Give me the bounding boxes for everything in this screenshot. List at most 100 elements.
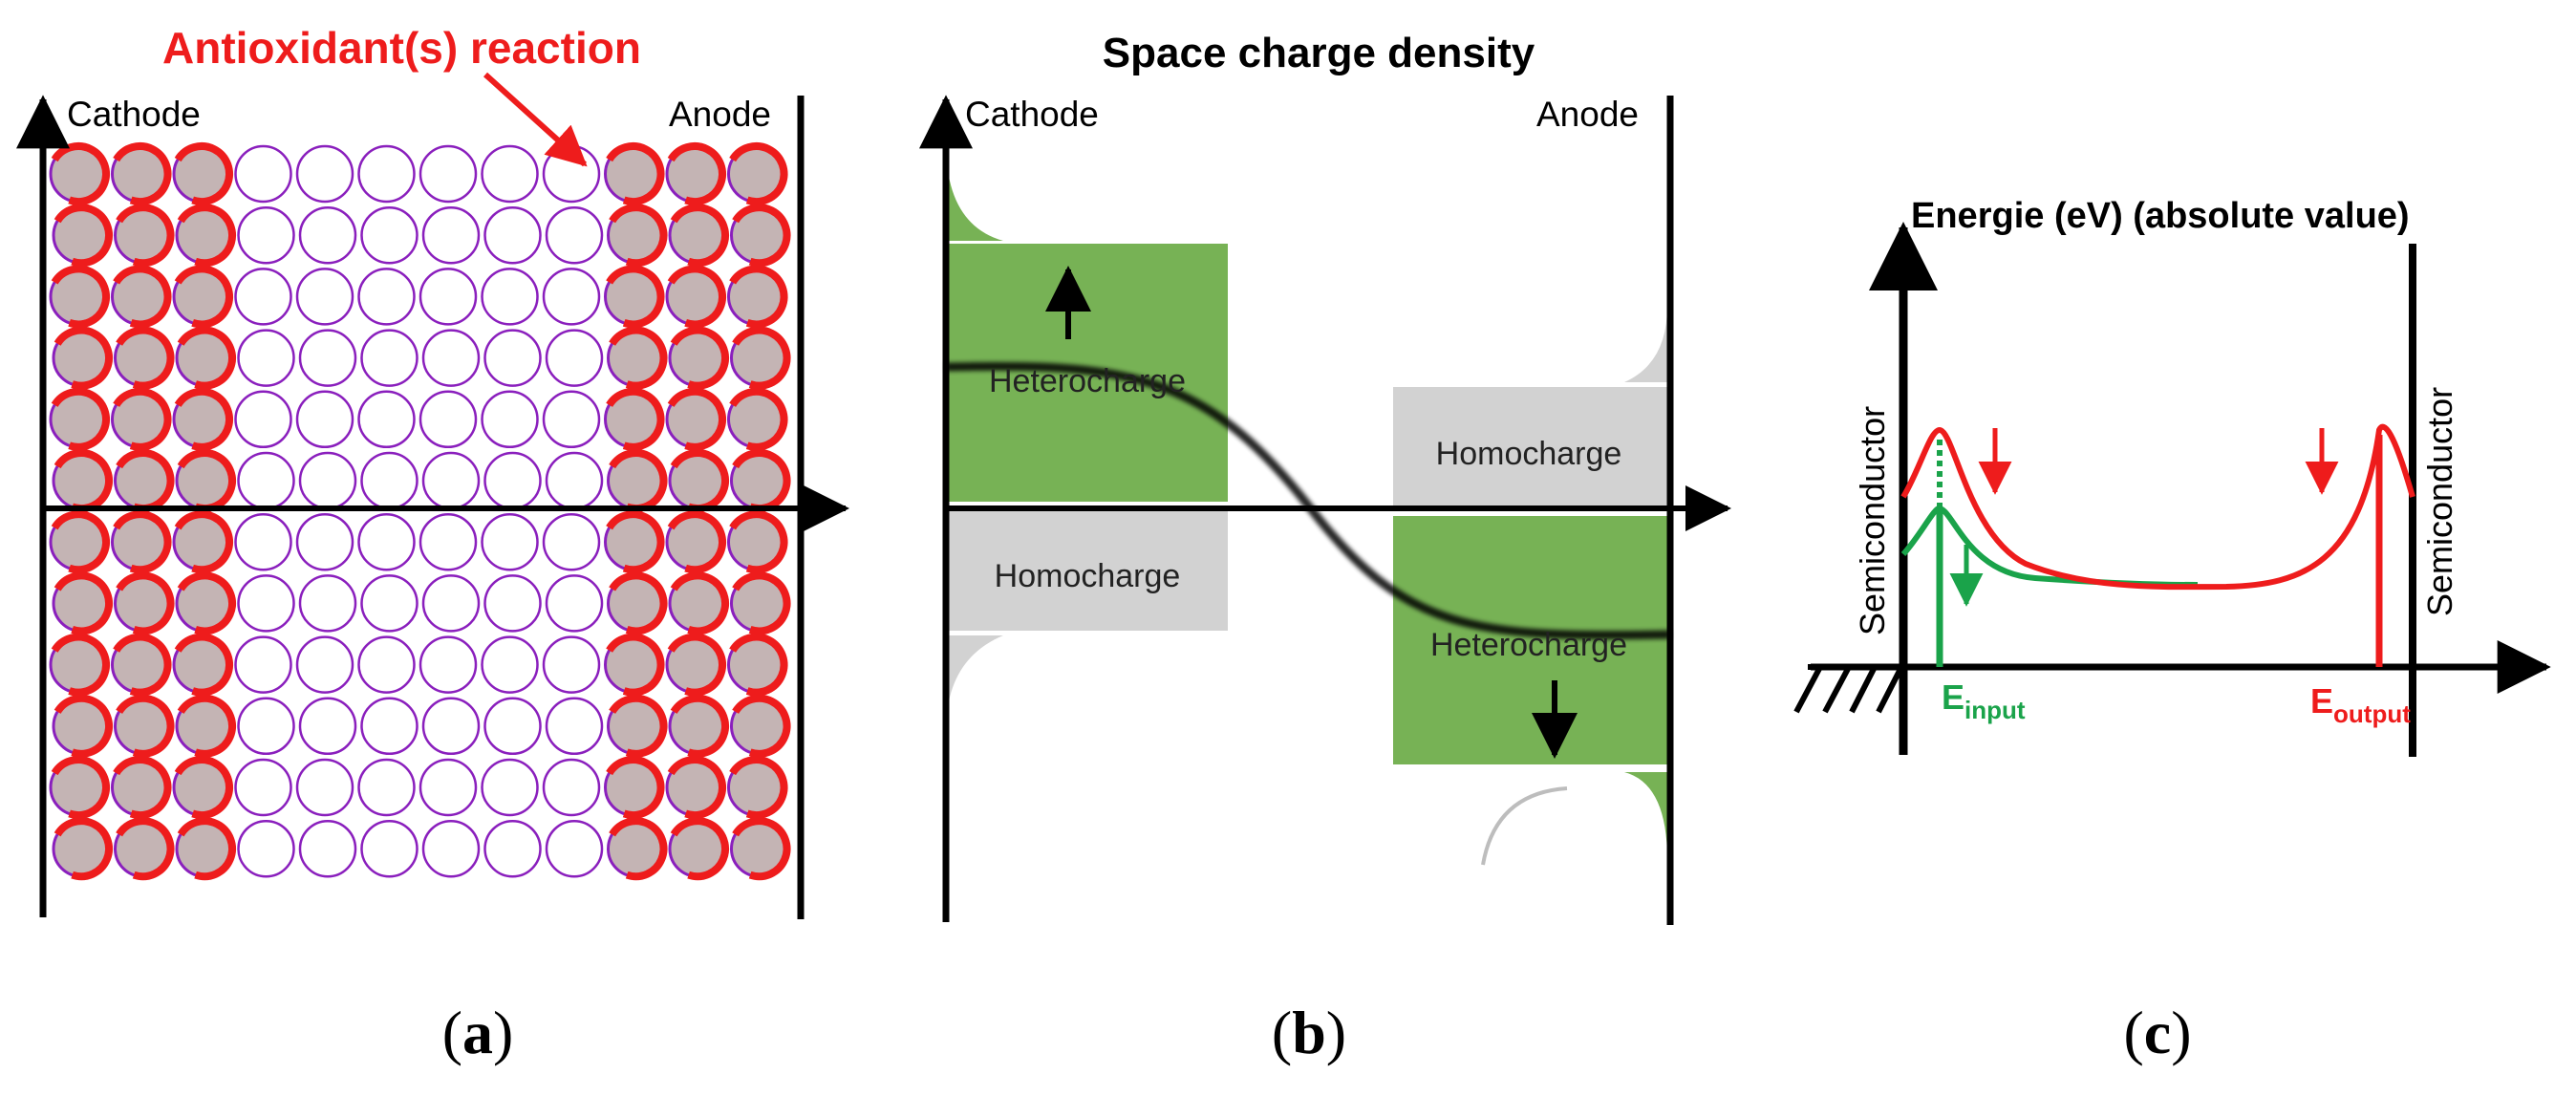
- antioxidant-arc: [606, 265, 665, 329]
- antioxidant-arc: [174, 756, 233, 819]
- homocharge-left-label: Homocharge: [995, 558, 1181, 594]
- grain: [234, 390, 292, 449]
- grain: [542, 512, 601, 571]
- grain: [298, 819, 357, 878]
- antioxidant-arc: [51, 510, 110, 574]
- antioxidant-arc: [606, 756, 665, 819]
- panel-c: Energie (eV) (absolute value) Semiconduc…: [1793, 196, 2551, 1066]
- ground-hatch: [1793, 664, 1904, 714]
- grain: [295, 512, 354, 571]
- antioxidant-arc: [116, 694, 175, 758]
- grain: [419, 390, 478, 449]
- grain: [234, 144, 292, 204]
- grain: [419, 758, 478, 817]
- grain: [360, 697, 419, 756]
- antioxidant-arc: [732, 204, 791, 268]
- antioxidant-arc: [174, 265, 233, 329]
- grain: [481, 390, 539, 449]
- panel-b-title: Space charge density: [1103, 30, 1535, 76]
- grain: [237, 697, 295, 756]
- grain: [234, 268, 292, 326]
- antioxidant-arc: [729, 756, 788, 819]
- antioxidant-arc: [670, 571, 729, 635]
- left-homocharge-block: [946, 511, 1228, 631]
- grain: [483, 819, 542, 878]
- antioxidant-arc: [54, 326, 113, 390]
- grain: [483, 451, 542, 510]
- antioxidant-arc: [729, 265, 788, 329]
- antioxidant-arc: [732, 694, 791, 758]
- antioxidant-arc: [113, 510, 172, 574]
- grain: [237, 451, 295, 510]
- grain: [295, 268, 354, 326]
- antioxidant-arc: [670, 204, 729, 268]
- grain: [357, 512, 416, 571]
- grain: [421, 574, 481, 633]
- grain: [295, 635, 354, 694]
- antioxidant-arc: [51, 633, 110, 697]
- antioxidant-arc: [609, 204, 668, 268]
- antioxidant-arc: [670, 817, 729, 881]
- grain: [360, 329, 419, 387]
- grain: [545, 329, 604, 387]
- antioxidant-arc: [113, 387, 172, 451]
- space-charge-curve: [945, 361, 1671, 640]
- antioxidant-arc: [177, 571, 236, 635]
- antioxidant-arc: [667, 510, 726, 574]
- antioxidant-arc: [667, 142, 726, 205]
- antioxidant-arc: [177, 326, 236, 390]
- antioxidant-arc: [54, 694, 113, 758]
- grain: [483, 574, 542, 633]
- right-heterocharge-block: [1393, 516, 1667, 764]
- grain: [483, 329, 542, 387]
- right-gray-tail: [1624, 306, 1667, 382]
- grain: [357, 635, 416, 694]
- panel-b: Space charge density Cathode Anode Heter…: [919, 30, 1731, 1066]
- panel-a: Antioxidant(s) reaction Cathode Anode (a…: [15, 23, 849, 1066]
- grain: [234, 512, 292, 571]
- antioxidant-arc: [113, 633, 172, 697]
- panel-a-cathode-label: Cathode: [67, 95, 201, 134]
- antioxidant-arc: [606, 142, 665, 205]
- heterocharge-left-label: Heterocharge: [989, 363, 1186, 399]
- e-input-label: Einput: [1942, 678, 2026, 724]
- grain: [360, 451, 419, 510]
- antioxidant-arc: [174, 510, 233, 574]
- antioxidant-arc: [729, 633, 788, 697]
- antioxidant-arc: [732, 326, 791, 390]
- antioxidant-arc: [113, 265, 172, 329]
- grain: [298, 697, 357, 756]
- grain: [234, 635, 292, 694]
- antioxidant-arc: [667, 265, 726, 329]
- antioxidant-arc: [609, 326, 668, 390]
- panel-b-cathode-label: Cathode: [965, 95, 1099, 134]
- antioxidant-arc: [609, 571, 668, 635]
- antioxidant-arc: [174, 633, 233, 697]
- antioxidant-arc: [606, 510, 665, 574]
- homocharge-right-label: Homocharge: [1436, 436, 1622, 472]
- antioxidant-arc: [51, 387, 110, 451]
- antioxidant-arc: [609, 817, 668, 881]
- grain: [545, 819, 604, 878]
- grain: [481, 268, 539, 326]
- grain: [298, 574, 357, 633]
- grain: [357, 758, 416, 817]
- heterocharge-right-label: Heterocharge: [1430, 627, 1627, 663]
- grain: [234, 758, 292, 817]
- antioxidant-arc: [670, 694, 729, 758]
- right-homocharge-block: [1393, 387, 1667, 506]
- grain: [481, 758, 539, 817]
- grain: [295, 144, 354, 204]
- red-energy-curve: [1900, 423, 2415, 591]
- grain: [298, 205, 357, 265]
- antioxidant-arc: [732, 817, 791, 881]
- grain: [237, 574, 295, 633]
- antioxidant-arc: [113, 756, 172, 819]
- antioxidant-arc: [609, 694, 668, 758]
- panel-b-anode-label: Anode: [1536, 95, 1639, 134]
- grain: [545, 697, 604, 756]
- antioxidant-arc: [606, 387, 665, 451]
- antioxidant-arc: [116, 204, 175, 268]
- antioxidant-arc: [51, 265, 110, 329]
